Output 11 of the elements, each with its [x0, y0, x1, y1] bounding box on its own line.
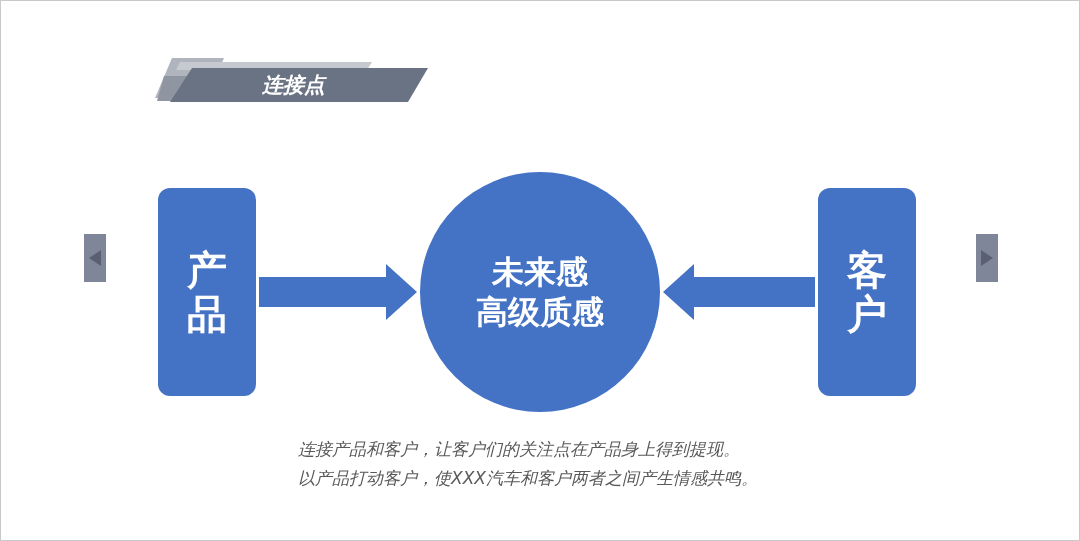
rounded-box: [158, 188, 256, 396]
title: 连接点: [262, 72, 325, 99]
block-arrow: [663, 264, 815, 320]
caption-text: 以产品打动客户，使XXX汽车和客户两者之间产生情感共鸣。: [298, 467, 758, 490]
node-label: 高级质感: [476, 292, 604, 332]
caption-text: 连接产品和客户，让客户们的关注点在产品身上得到提现。: [298, 438, 740, 461]
node-label: 未来感: [492, 252, 588, 292]
node-label: 客户: [847, 248, 887, 336]
rounded-box: [818, 188, 916, 396]
node-label: 产品: [187, 248, 227, 336]
block-arrow: [259, 264, 417, 320]
